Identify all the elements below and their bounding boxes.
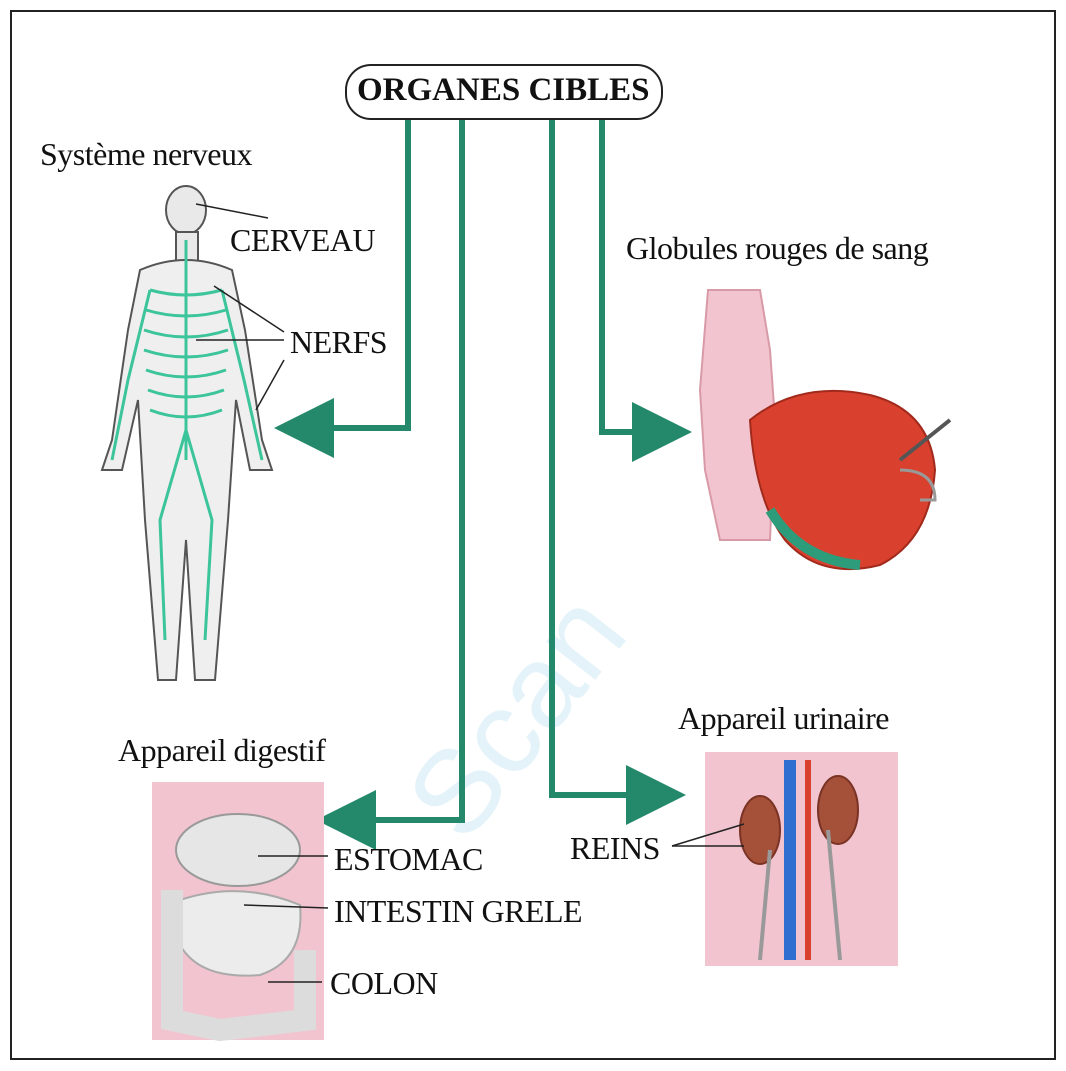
label-colon: COLON	[330, 967, 438, 999]
label-estomac: ESTOMAC	[334, 843, 483, 875]
label-reins: REINS	[570, 832, 660, 864]
label-intestin-grele: INTESTIN GRELE	[334, 895, 582, 927]
arrow-to-urinaire	[552, 118, 662, 795]
blood-organ-figure	[700, 290, 950, 569]
heading-nerveux: Système nerveux	[40, 138, 252, 170]
arrow-to-sang	[602, 118, 668, 432]
arrow-to-nerveux	[298, 118, 408, 428]
label-nerfs: NERFS	[290, 326, 387, 358]
diagram-title: ORGANES CIBLES	[357, 74, 650, 107]
urinary-figure	[672, 752, 898, 966]
digestive-figure	[152, 782, 328, 1040]
heading-sang: Globules rouges de sang	[626, 232, 928, 264]
heading-digestif: Appareil digestif	[118, 734, 325, 766]
nervous-system-figure	[102, 186, 284, 680]
heading-urinaire: Appareil urinaire	[678, 702, 889, 734]
label-cerveau: CERVEAU	[230, 224, 375, 256]
